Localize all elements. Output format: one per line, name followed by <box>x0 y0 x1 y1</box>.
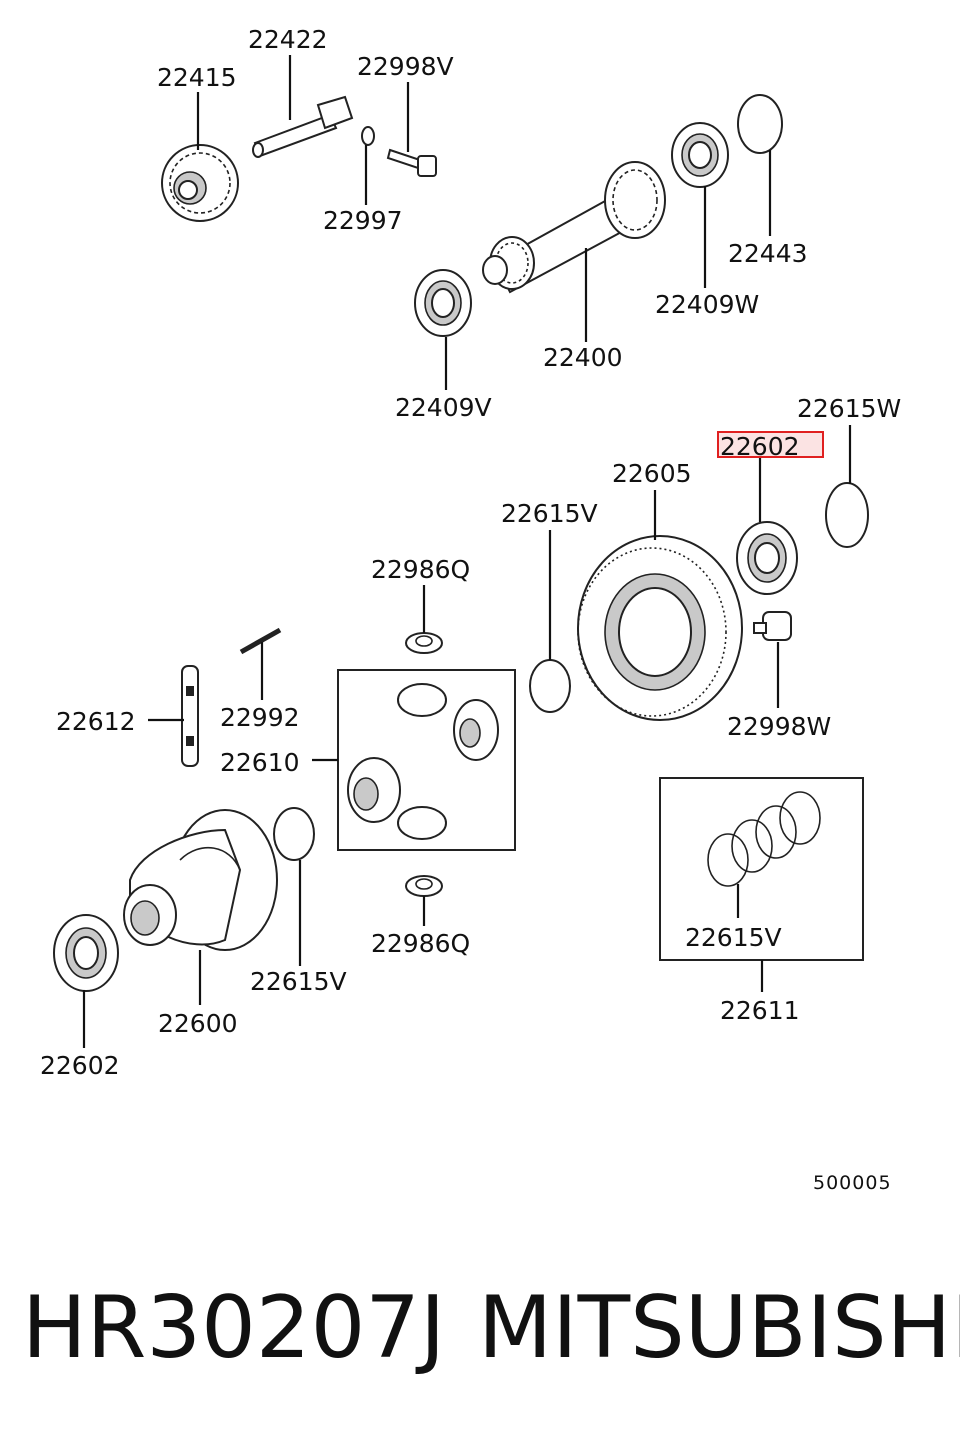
label-22615V-c[interactable]: 22615V <box>250 967 347 996</box>
label-22600[interactable]: 22600 <box>158 1009 238 1038</box>
label-22615W[interactable]: 22615W <box>797 394 901 423</box>
part-22605-ring-gear <box>577 535 743 721</box>
part-22610-gears <box>347 683 499 840</box>
diagram-code: 500005 <box>813 1172 892 1194</box>
part-22998V-bolt <box>386 148 437 177</box>
label-22997[interactable]: 22997 <box>323 206 403 235</box>
label-22605[interactable]: 22605 <box>612 459 692 488</box>
part-22415-gear <box>161 144 239 222</box>
label-22615V-a[interactable]: 22615V <box>501 499 598 528</box>
label-22992[interactable]: 22992 <box>220 703 300 732</box>
label-22400[interactable]: 22400 <box>543 343 623 372</box>
part-22400-mainshaft <box>482 161 666 294</box>
part-22422-shaft <box>252 95 354 158</box>
part-22992-pin <box>239 627 282 655</box>
label-22602[interactable]: 22602 <box>40 1051 120 1080</box>
part-22602-lower-bearing <box>53 914 119 992</box>
part-22612-pinion-shaft <box>181 665 199 767</box>
label-22611[interactable]: 22611 <box>720 996 800 1025</box>
label-22422[interactable]: 22422 <box>248 25 328 54</box>
label-22443[interactable]: 22443 <box>728 239 808 268</box>
label-22998V[interactable]: 22998V <box>357 52 454 81</box>
part-22600-diff-case <box>123 809 278 951</box>
brand-name: MITSUBISHI <box>478 1278 960 1378</box>
label-22415[interactable]: 22415 <box>157 63 237 92</box>
label-22602-highlighted[interactable]: 22602 <box>720 432 800 461</box>
part-22611-shims <box>707 791 821 887</box>
label-22986Q-a[interactable]: 22986Q <box>371 555 470 584</box>
label-22998W[interactable]: 22998W <box>727 712 831 741</box>
part-22997-washer <box>361 126 375 146</box>
label-22610[interactable]: 22610 <box>220 748 300 777</box>
highlight-box <box>717 431 824 458</box>
part-22615V-shim-a <box>529 659 571 713</box>
part-22409V-bearing <box>414 269 472 337</box>
label-22409W[interactable]: 22409W <box>655 290 759 319</box>
part-22615W-shim <box>825 482 869 548</box>
part-22615V-shim-c <box>273 807 315 861</box>
footer-caption: HR30207J MITSUBISHI <box>0 1285 960 1395</box>
part-22443-ring <box>737 94 783 154</box>
label-22409V[interactable]: 22409V <box>395 393 492 422</box>
part-22602-upper-bearing <box>736 521 798 595</box>
part-number: HR30207J <box>22 1278 446 1378</box>
label-22986Q-b[interactable]: 22986Q <box>371 929 470 958</box>
label-22615V-b[interactable]: 22615V <box>685 923 782 952</box>
part-22409W-bearing <box>671 122 729 188</box>
label-22612[interactable]: 22612 <box>56 707 136 736</box>
part-22998W-bolt <box>753 611 792 641</box>
